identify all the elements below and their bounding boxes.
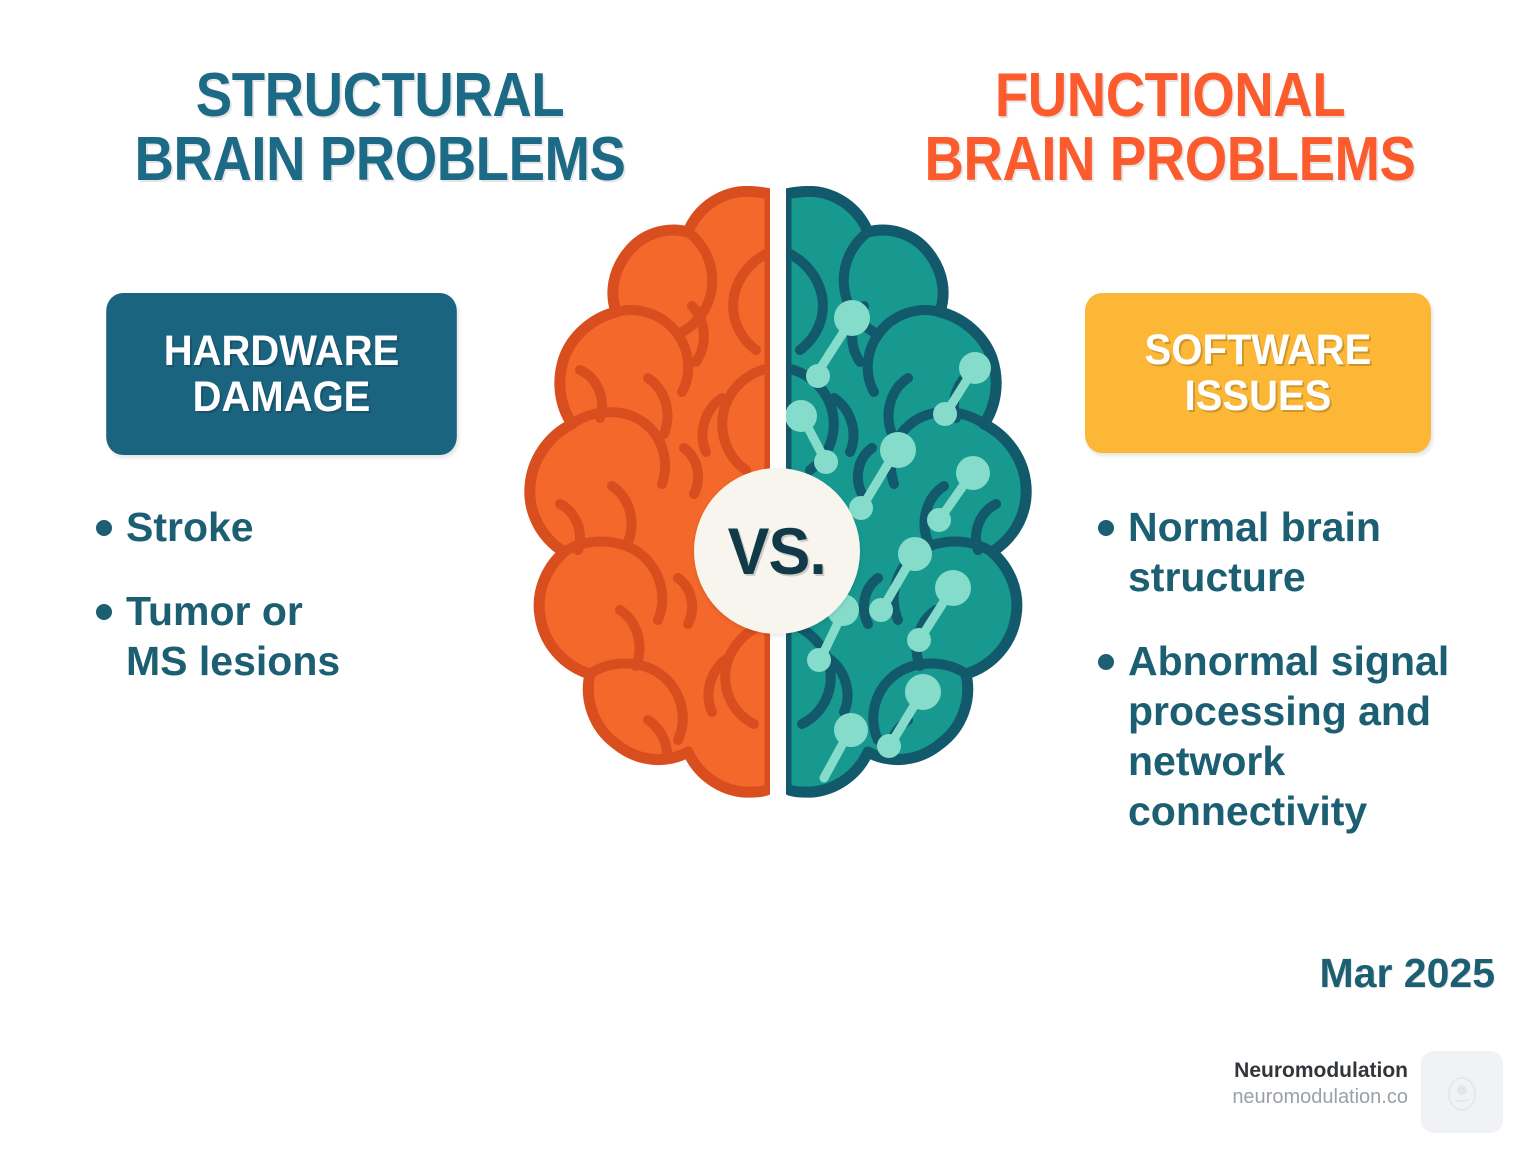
versus-badge: VS.	[694, 468, 860, 634]
list-structural-problems: Stroke Tumor or MS lesions	[96, 502, 476, 720]
list-item: Tumor or MS lesions	[96, 586, 476, 686]
brain-illustration	[452, 186, 1104, 886]
list-item: Normal brain structure	[1098, 502, 1508, 602]
bullet-dot-icon	[96, 520, 112, 536]
bullet-dot-icon	[1098, 654, 1114, 671]
list-item-label: Tumor or MS lesions	[126, 588, 341, 685]
badge-hardware-damage: Hardware Damage	[106, 293, 457, 455]
list-functional-problems: Normal brain structure Abnormal signal p…	[1098, 502, 1508, 870]
badge-software-issues: Software Issues	[1085, 293, 1431, 453]
brand-block: Neuromodulation neuromodulation.co	[1232, 1058, 1408, 1110]
list-item: Abnormal signal processing and network c…	[1098, 636, 1508, 836]
date-label: Mar 2025	[1319, 950, 1495, 996]
brain-logo-icon	[1448, 1074, 1476, 1111]
brand-logo-tile	[1421, 1051, 1503, 1133]
page-title-right: Functional Brain Problems	[924, 61, 1416, 195]
versus-label: VS.	[727, 514, 827, 588]
list-item: Stroke	[96, 502, 476, 552]
brain-right-hemisphere	[780, 186, 1032, 798]
page-title-left: Structural Brain Problems	[134, 61, 626, 195]
list-item-label: Stroke	[126, 504, 254, 550]
brand-url: neuromodulation.co	[1232, 1086, 1408, 1109]
bullet-dot-icon	[1098, 520, 1114, 536]
bullet-dot-icon	[96, 604, 112, 621]
brand-name: Neuromodulation	[1234, 1059, 1408, 1082]
list-item-label: Abnormal signal processing and network c…	[1128, 638, 1450, 835]
brain-circuit-nodes	[786, 300, 991, 783]
list-item-label: Normal brain structure	[1128, 504, 1381, 601]
